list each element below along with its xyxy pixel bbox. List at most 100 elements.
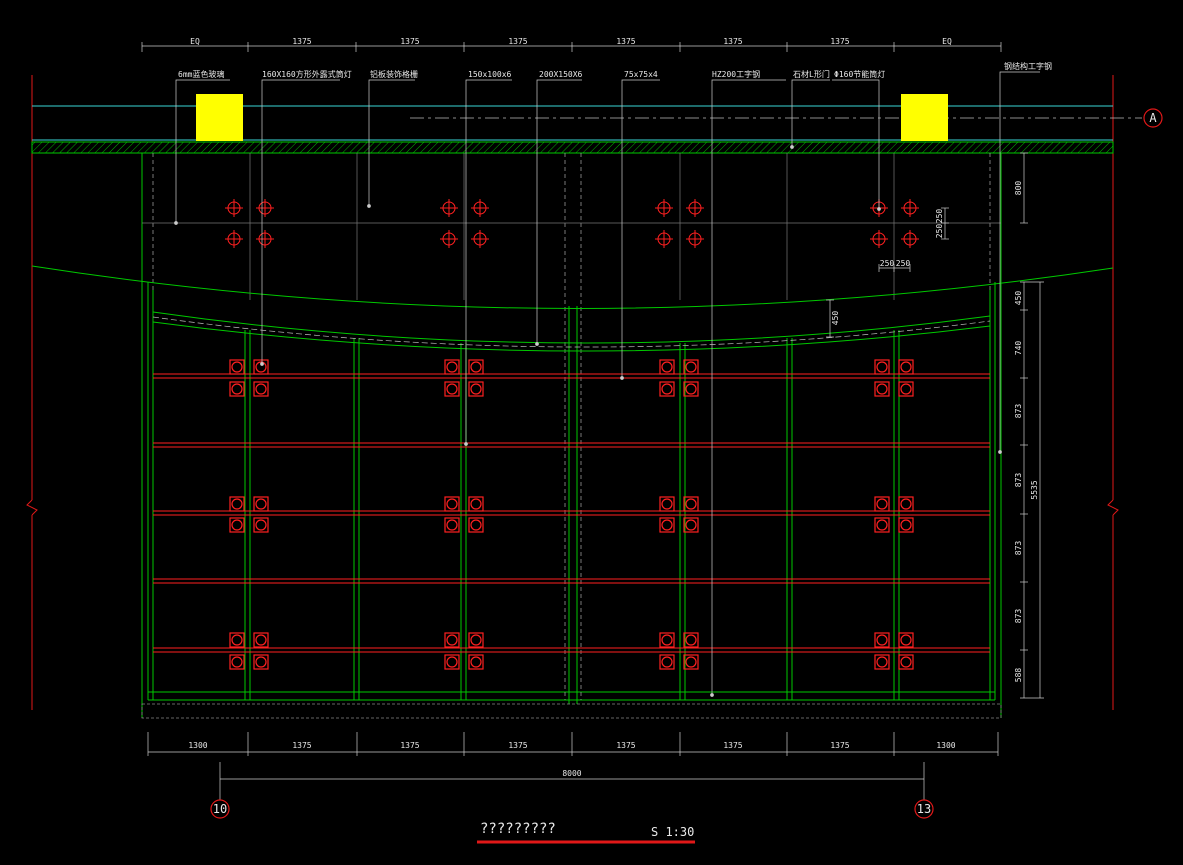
square-downlight-18 xyxy=(444,517,460,533)
curve-dim: 450 xyxy=(831,311,840,326)
downlight-square xyxy=(229,381,245,397)
square-downlight-4 xyxy=(253,381,269,397)
square-downlight-39 xyxy=(898,359,914,375)
downlight-square xyxy=(253,381,269,397)
hole-marker-14 xyxy=(870,230,888,248)
downlight-circle xyxy=(446,498,458,510)
top-dimension-chain xyxy=(141,42,1002,52)
downlight-square xyxy=(659,496,675,512)
top-dim-2: 1375 xyxy=(292,37,311,46)
downlight-square xyxy=(874,517,890,533)
square-downlight-19 xyxy=(468,496,484,512)
downlight-circle xyxy=(446,519,458,531)
top-dim-8: EQ xyxy=(942,37,952,46)
downlight-square xyxy=(874,381,890,397)
hole-marker-9 xyxy=(655,199,673,217)
downlight-square xyxy=(898,654,914,670)
upper-grid xyxy=(142,153,1001,300)
square-downlight-15 xyxy=(468,359,484,375)
frame-columns xyxy=(141,153,1002,718)
downlight-square xyxy=(444,517,460,533)
right-total-dim: 5535 xyxy=(1030,480,1039,499)
callout-phi160-light: Φ160节能筒灯 xyxy=(834,69,885,79)
bottom-dim-4: 1375 xyxy=(508,741,527,750)
downlight-circle xyxy=(255,634,267,646)
downlight-circle xyxy=(900,519,912,531)
square-downlight-10 xyxy=(229,654,245,670)
callout-hz200: HZ200工字钢 xyxy=(712,69,760,79)
top-dim-1: EQ xyxy=(190,37,200,46)
bottom-dim-3: 1375 xyxy=(400,741,419,750)
square-downlight-7 xyxy=(253,496,269,512)
callout-square-downlight: 160X160方形外露式筒灯 xyxy=(262,69,352,79)
top-dim-7: 1375 xyxy=(830,37,849,46)
square-downlight-26 xyxy=(659,381,675,397)
hole-markers xyxy=(225,199,919,248)
downlight-square xyxy=(683,632,699,648)
downlight-square xyxy=(444,359,460,375)
hole-marker-8 xyxy=(471,230,489,248)
square-downlight-16 xyxy=(468,381,484,397)
downlight-square xyxy=(874,654,890,670)
axis-13-label: 13 xyxy=(917,802,931,816)
square-downlight-5 xyxy=(229,496,245,512)
square-downlight-14 xyxy=(444,381,460,397)
downlight-square xyxy=(683,654,699,670)
downlight-circle xyxy=(900,656,912,668)
downlight-square xyxy=(898,359,914,375)
downlight-circle xyxy=(876,383,888,395)
downlight-circle xyxy=(661,519,673,531)
top-dim-4: 1375 xyxy=(508,37,527,46)
downlight-square xyxy=(229,517,245,533)
downlight-circle xyxy=(900,383,912,395)
bottom-dim-1: 1300 xyxy=(188,741,207,750)
rails-group xyxy=(153,373,990,653)
downlight-circle xyxy=(470,656,482,668)
hidden-lines xyxy=(152,153,991,700)
downlight-circle xyxy=(685,656,697,668)
callout-glass: 6mm蓝色玻璃 xyxy=(178,69,224,79)
downlight-circle xyxy=(231,656,243,668)
downlight-square xyxy=(874,632,890,648)
square-downlight-13 xyxy=(444,359,460,375)
bottom-dim-7: 1375 xyxy=(830,741,849,750)
hole-marker-6 xyxy=(440,230,458,248)
square-downlight-40 xyxy=(898,381,914,397)
downlight-circle xyxy=(446,656,458,668)
hole-marker-15 xyxy=(901,199,919,217)
base-slab xyxy=(141,703,1002,719)
downlight-circle xyxy=(661,634,673,646)
downlight-circle xyxy=(470,361,482,373)
bottom-dim-5: 1375 xyxy=(616,741,635,750)
square-downlight-21 xyxy=(444,632,460,648)
right-dim-2: 740 xyxy=(1014,341,1023,356)
arch-dashed xyxy=(152,316,991,348)
square-downlight-31 xyxy=(683,496,699,512)
callout-stone-door: 石材L形门 xyxy=(793,69,830,79)
downlight-square xyxy=(683,381,699,397)
square-downlight-20 xyxy=(468,517,484,533)
hole-marker-3 xyxy=(256,199,274,217)
bottom-dim-6: 1375 xyxy=(723,741,742,750)
downlight-circle xyxy=(661,361,673,373)
axis-13-bubble xyxy=(914,799,934,819)
square-downlight-23 xyxy=(468,632,484,648)
right-dim-5: 873 xyxy=(1014,541,1023,556)
square-downlight-6 xyxy=(229,517,245,533)
downlight-circle xyxy=(231,383,243,395)
downlight-circle xyxy=(470,634,482,646)
downlight-square xyxy=(253,496,269,512)
downlight-circle xyxy=(661,383,673,395)
square-downlight-37 xyxy=(874,359,890,375)
downlight-square xyxy=(229,632,245,648)
downlight-square xyxy=(444,654,460,670)
square-downlight-27 xyxy=(683,359,699,375)
square-downlight-22 xyxy=(444,654,460,670)
yellow-block-left xyxy=(196,94,243,141)
square-downlight-48 xyxy=(898,654,914,670)
downlight-circle xyxy=(685,383,697,395)
downlight-square xyxy=(874,496,890,512)
downlight-square xyxy=(659,381,675,397)
hole-spacing-dims xyxy=(826,207,949,338)
square-downlight-35 xyxy=(683,632,699,648)
